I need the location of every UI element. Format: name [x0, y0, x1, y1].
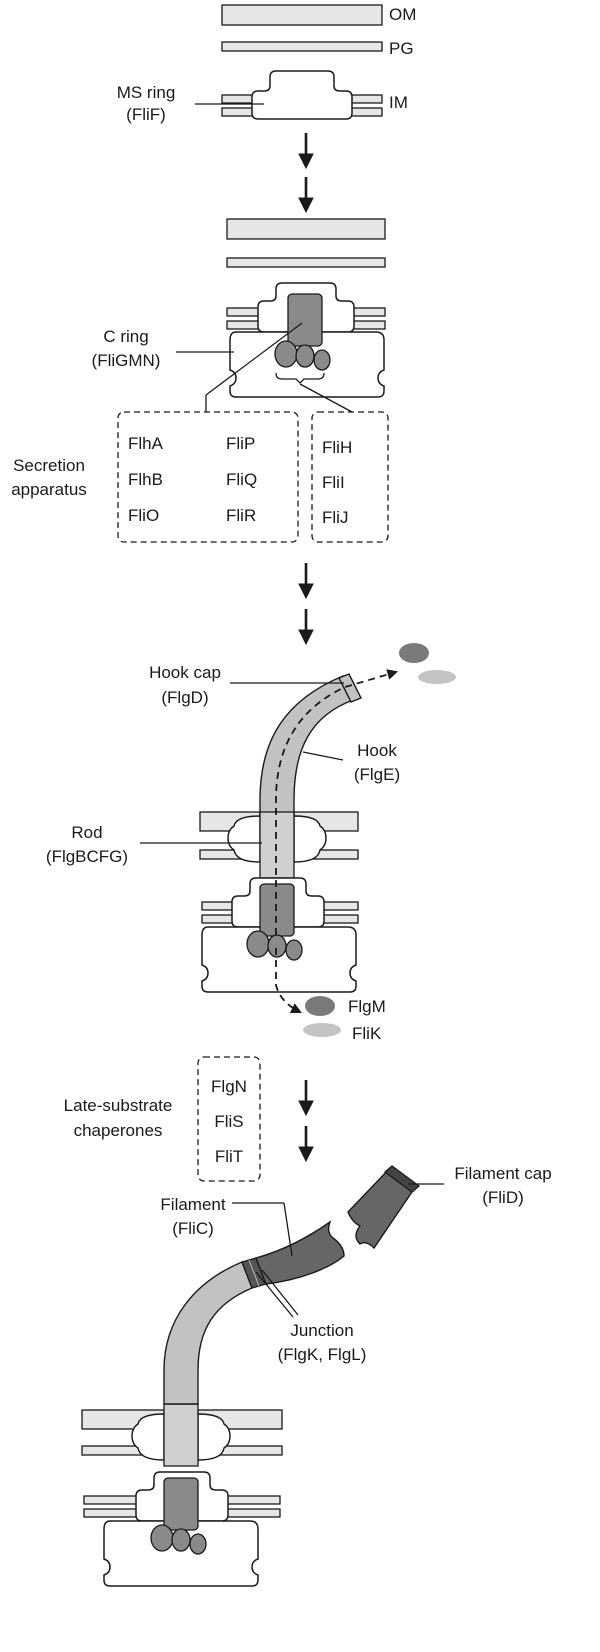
- atpase-subunit: [285, 939, 303, 961]
- flik-shape: [303, 1023, 341, 1037]
- outer-membrane: [226, 218, 386, 240]
- secretion-box-leader: [205, 322, 303, 396]
- atpase-subunit: [150, 1524, 174, 1552]
- rod-label-line2: (FlgBCFG): [46, 847, 128, 866]
- junction-leader: [255, 1271, 294, 1318]
- filament-proximal: [255, 1220, 345, 1285]
- flij-label: FliJ: [322, 508, 348, 527]
- secretion-box-atpase: [311, 411, 389, 543]
- chaperones-label-line2: chaperones: [74, 1121, 163, 1140]
- filament-distal: [347, 1167, 417, 1250]
- fliq-label: FliQ: [226, 470, 257, 489]
- chaperones-label-line1: Late-substrate: [64, 1096, 173, 1115]
- flio-label: FliO: [128, 506, 159, 525]
- flgn-label: FlgN: [211, 1077, 247, 1096]
- soluble-component-brace: [275, 372, 325, 384]
- hook-cap-label-line1: Hook cap: [149, 663, 221, 682]
- stage-2-c-ring: C ring (FliGMN) FlhA FlhB FliO FliP FliQ…: [11, 218, 389, 543]
- junction-leader: [261, 1269, 299, 1316]
- filament-label-line1: Filament: [160, 1195, 225, 1214]
- l-p-ring-left: [227, 815, 261, 863]
- l-p-ring-right: [293, 815, 327, 863]
- om-label: OM: [389, 5, 416, 24]
- junction-label-line2: (FlgK, FlgL): [278, 1345, 367, 1364]
- flih-label: FliH: [322, 438, 352, 457]
- atpase-subunit: [313, 349, 331, 371]
- stage-1-ms-ring: OM PG IM MS ring (FliF): [117, 4, 416, 124]
- export-gate-protein: [287, 293, 323, 347]
- peptidoglycan-layer: [226, 257, 386, 268]
- flii-label: FliI: [322, 473, 345, 492]
- c-ring-shape: [103, 1520, 259, 1587]
- filament-leader: [283, 1202, 293, 1257]
- flik-label: FliK: [352, 1024, 382, 1043]
- l-p-ring-right: [197, 1413, 231, 1461]
- c-ring-label-line1: C ring: [103, 327, 148, 346]
- outer-membrane: [221, 4, 383, 26]
- flit-label: FliT: [215, 1147, 243, 1166]
- atpase-box-leader: [299, 383, 353, 413]
- ms-ring-label-line1: MS ring: [117, 83, 176, 102]
- filament-cap: [383, 1165, 421, 1193]
- peptidoglycan-layer: [221, 41, 383, 52]
- filament-cap-label-line1: Filament cap: [454, 1164, 551, 1183]
- hook-cap: [338, 673, 362, 703]
- hook-body: [259, 675, 354, 817]
- flis-label: FliS: [214, 1112, 243, 1131]
- atpase-subunit: [267, 934, 287, 958]
- atpase-subunit: [295, 344, 315, 368]
- im-label: IM: [389, 93, 408, 112]
- ms-ring-label-line2: (FliF): [126, 105, 166, 124]
- filament-label-line2: (FliC): [172, 1219, 214, 1238]
- flhb-label: FlhB: [128, 470, 163, 489]
- chaperones-box: [197, 1056, 261, 1182]
- filament-cap-label-line2: (FliD): [482, 1188, 524, 1207]
- flgm-shape: [305, 996, 335, 1016]
- l-p-ring-left: [131, 1413, 165, 1461]
- junction-label-line1: Junction: [290, 1321, 353, 1340]
- secreted-flik-top: [418, 670, 456, 684]
- atpase-subunit: [171, 1528, 191, 1552]
- secretion-path-downward: [275, 948, 302, 1013]
- rod: [259, 811, 295, 879]
- hook-label-line1: Hook: [357, 741, 397, 760]
- stage-4-filament: FlgN FliS FliT Late-substrate chaperones…: [64, 1056, 552, 1587]
- export-gate-protein: [259, 883, 295, 937]
- hook-leader: [302, 751, 344, 761]
- flha-label: FlhA: [128, 434, 164, 453]
- stage-3-hook: Hook cap (FlgD) Hook (FlgE) Rod (FlgBCFG…: [46, 643, 456, 1043]
- hook-cap-label-line2: (FlgD): [161, 688, 208, 707]
- secretion-box-membrane: [117, 411, 299, 543]
- rod: [163, 1403, 199, 1467]
- secreted-flgm-top: [399, 643, 429, 663]
- hook-label-line2: (FlgE): [354, 765, 400, 784]
- atpase-subunit: [246, 930, 270, 958]
- export-gate-protein: [163, 1477, 199, 1531]
- ms-ring-shape: [251, 70, 353, 120]
- flip-label: FliP: [226, 434, 255, 453]
- atpase-subunit: [189, 1533, 207, 1555]
- c-ring-label-line2: (FliGMN): [92, 351, 161, 370]
- atpase-subunit: [274, 340, 298, 368]
- c-ring-shape: [201, 926, 357, 993]
- flir-label: FliR: [226, 506, 256, 525]
- rod-label-line1: Rod: [71, 823, 102, 842]
- secretion-apparatus-label-line2: apparatus: [11, 480, 87, 499]
- secretion-apparatus-label-line1: Secretion: [13, 456, 85, 475]
- hook-body: [163, 1261, 253, 1405]
- pg-label: PG: [389, 39, 414, 58]
- flgm-label: FlgM: [348, 997, 386, 1016]
- secretion-path-upward: [275, 669, 399, 935]
- junction-stripe: [248, 1259, 260, 1287]
